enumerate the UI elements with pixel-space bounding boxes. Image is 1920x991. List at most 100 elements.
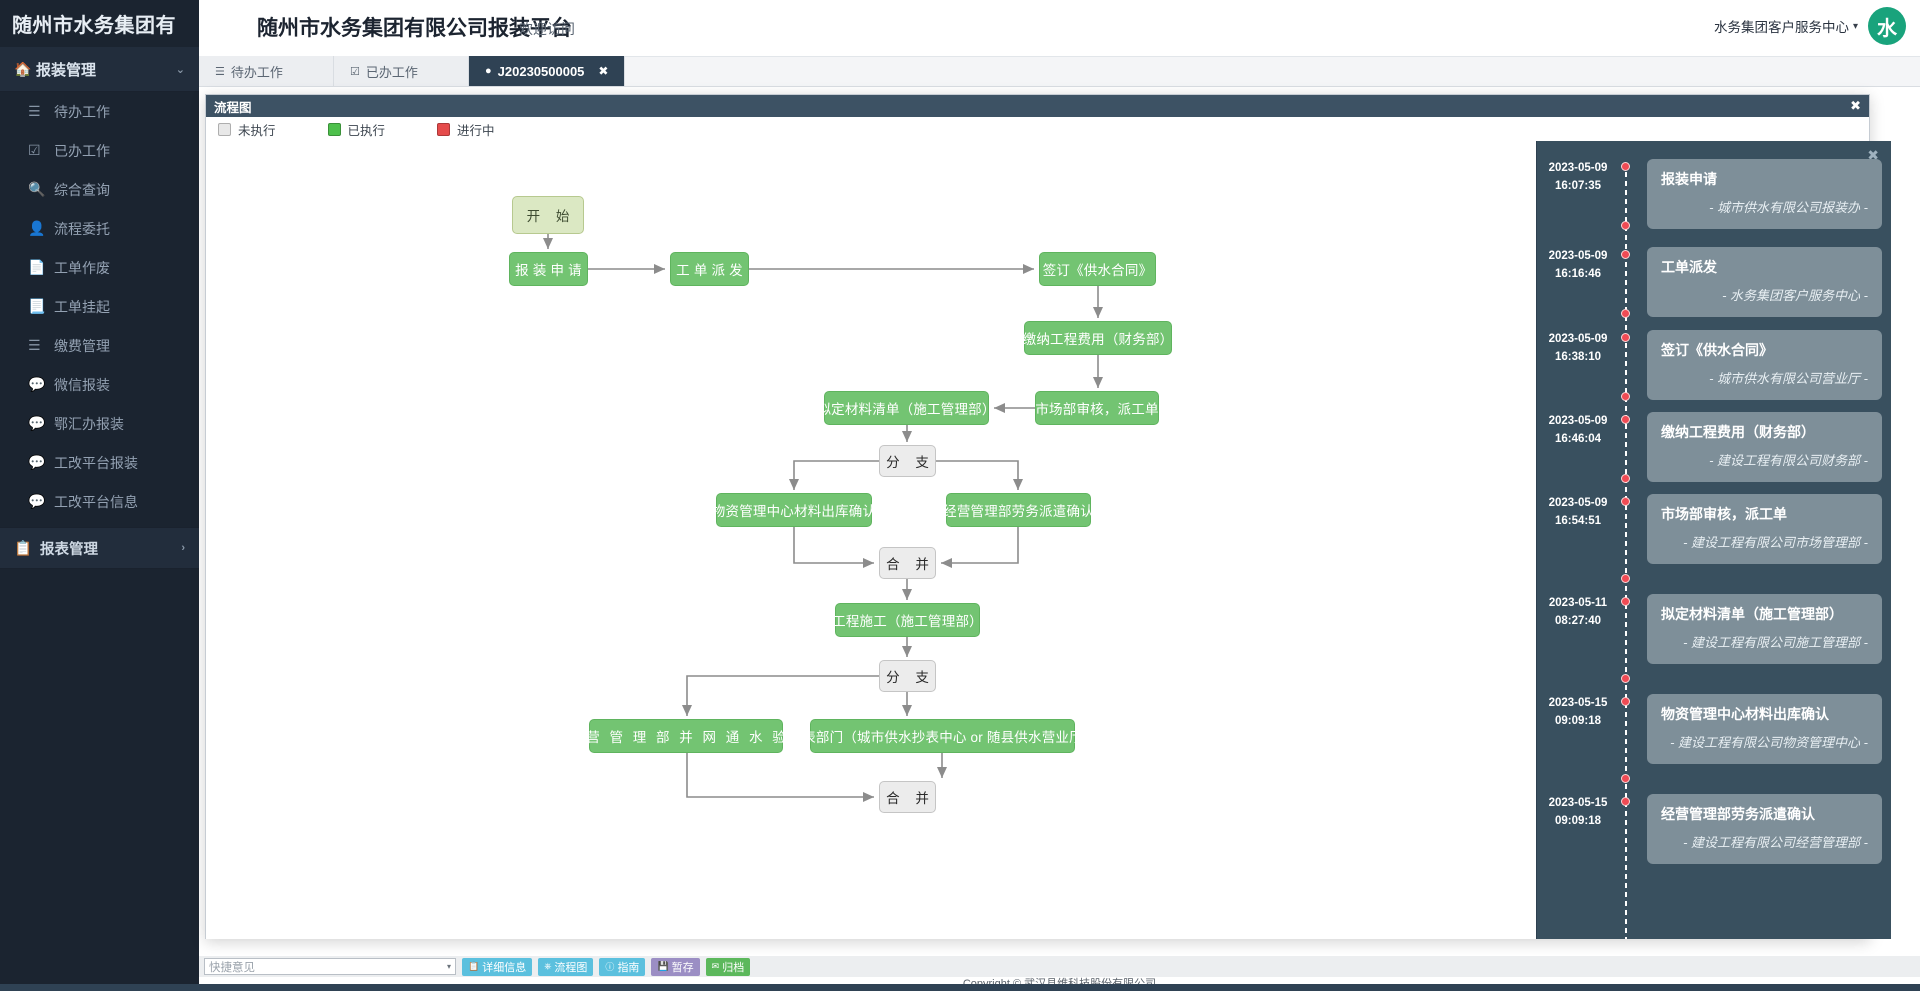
legend-label: 进行中 bbox=[457, 123, 495, 138]
sidebar-item-label: 缴费管理 bbox=[54, 337, 110, 354]
flow-node-start[interactable]: 开 始 bbox=[512, 196, 584, 234]
page-header: 随州市水务集团有限公司报装平台 欢迎访问 水务集团客户服务中心 ▾ 水 bbox=[199, 0, 1920, 57]
chevron-down-icon: ▾ bbox=[446, 962, 451, 971]
timeline-dot bbox=[1621, 797, 1630, 806]
sidebar-item-label: 综合查询 bbox=[54, 181, 110, 198]
flow-node-labor-dispatch[interactable]: 经营管理部劳务派遣确认 bbox=[943, 493, 1094, 527]
chat-icon: 💬 bbox=[28, 454, 46, 470]
timeline-entry[interactable]: 2023-05-15 09:09:18 物资管理中心材料出库确认 - 建设工程有… bbox=[1537, 694, 1891, 794]
close-icon[interactable]: ✖ bbox=[1850, 98, 1861, 113]
timeline-dot bbox=[1621, 574, 1630, 583]
timeline-card[interactable]: 物资管理中心材料出库确认 - 建设工程有限公司物资管理中心 - bbox=[1647, 694, 1882, 764]
flow-node-network-acceptance[interactable]: 经 营 管 理 部 并 网 通 水 验 收 bbox=[563, 719, 809, 753]
timeline-card-org: - 城市供水有限公司报装办 - bbox=[1709, 200, 1868, 215]
timeline-entry[interactable]: 2023-05-09 16:38:10 签订《供水合同》 - 城市供水有限公司营… bbox=[1537, 330, 1891, 412]
timeline-card-title: 报装申请 bbox=[1661, 171, 1717, 187]
legend-item-in-progress: 进行中 bbox=[437, 120, 495, 139]
save-draft-button[interactable]: 💾 暂存 bbox=[651, 957, 700, 976]
flow-node-construction[interactable]: 工程施工（施工管理部） bbox=[832, 603, 983, 637]
chevron-right-icon: › bbox=[181, 542, 185, 554]
sidebar-item-gongguai-apply[interactable]: 💬 工改平台报装 bbox=[0, 443, 199, 482]
legend-swatch bbox=[437, 122, 451, 136]
timeline-card-org: - 水务集团客户服务中心 - bbox=[1722, 288, 1868, 303]
sidebar-item-payment[interactable]: ☰ 缴费管理 bbox=[0, 326, 199, 365]
flow-node-market-review[interactable]: 市场部审核，派工单 bbox=[1035, 391, 1159, 425]
timeline-card-title: 工单派发 bbox=[1661, 259, 1717, 275]
guide-icon: ⓘ bbox=[605, 962, 615, 972]
os-taskbar bbox=[0, 984, 1920, 991]
close-icon[interactable]: ✖ bbox=[1867, 147, 1879, 163]
sidebar-item-delegate[interactable]: 👤 流程委托 bbox=[0, 209, 199, 248]
timeline-card-title: 物资管理中心材料出库确认 bbox=[1661, 706, 1829, 722]
list-icon: ☰ bbox=[28, 337, 41, 353]
flow-node-dispatch[interactable]: 工 单 派 发 bbox=[670, 252, 749, 286]
timeline-card[interactable]: 报装申请 - 城市供水有限公司报装办 - bbox=[1647, 159, 1882, 229]
flow-node-branch-1[interactable]: 分 支 bbox=[879, 445, 936, 477]
flow-icon: ⎈ bbox=[544, 961, 552, 971]
timeline-card[interactable]: 拟定材料清单（施工管理部） - 建设工程有限公司施工管理部 - bbox=[1647, 594, 1882, 664]
flow-node-pay-fee[interactable]: 缴纳工程费用（财务部） bbox=[1023, 321, 1173, 355]
avatar[interactable]: 水 bbox=[1868, 7, 1906, 45]
flow-node-merge-1[interactable]: 合 并 bbox=[879, 547, 936, 579]
flow-node-sign-contract[interactable]: 签订《供水合同》 bbox=[1039, 252, 1156, 286]
user-menu[interactable]: 水务集团客户服务中心 ▾ 水 bbox=[1714, 7, 1906, 45]
timeline-dot bbox=[1621, 497, 1630, 506]
sidebar-item-pending[interactable]: ☰ 待办工作 bbox=[0, 92, 199, 131]
button-label: 详细信息 bbox=[482, 961, 527, 974]
flow-legend: 未执行 已执行 进行中 bbox=[206, 117, 1869, 141]
timeline-card-title: 缴纳工程费用（财务部） bbox=[1661, 424, 1815, 440]
flow-chart-button[interactable]: ⎈ 流程图 bbox=[538, 957, 594, 976]
flow-node-material-list[interactable]: 拟定材料清单（施工管理部） bbox=[817, 391, 995, 425]
button-label: 指南 bbox=[617, 961, 640, 974]
flow-node-merge-2[interactable]: 合 并 bbox=[879, 781, 936, 813]
sidebar-item-done[interactable]: ☑ 已办工作 bbox=[0, 131, 199, 170]
timeline-timestamp: 2023-05-09 16:07:35 bbox=[1537, 159, 1619, 195]
close-icon[interactable]: ✖ bbox=[598, 64, 609, 78]
timeline-card[interactable]: 经营管理部劳务派遣确认 - 建设工程有限公司经营管理部 - bbox=[1647, 794, 1882, 864]
timeline-card[interactable]: 工单派发 - 水务集团客户服务中心 - bbox=[1647, 247, 1882, 317]
sidebar-item-query[interactable]: 🔍 综合查询 bbox=[0, 170, 199, 209]
quick-opinion-select[interactable]: 快捷意见 ▾ bbox=[204, 958, 456, 975]
save-icon: 💾 bbox=[657, 961, 669, 971]
tab-done-work[interactable]: ☑ 已办工作 bbox=[334, 56, 469, 86]
timeline-entry[interactable]: 2023-05-15 09:09:18 经营管理部劳务派遣确认 - 建设工程有限… bbox=[1537, 794, 1891, 894]
detail-info-button[interactable]: 📋 详细信息 bbox=[462, 957, 533, 976]
sidebar-group-reports[interactable]: 📋 报表管理 › bbox=[0, 527, 199, 569]
list-icon: ☰ bbox=[28, 103, 41, 119]
timeline-timestamp: 2023-05-09 16:54:51 bbox=[1537, 494, 1619, 530]
archive-button[interactable]: ✉ 归档 bbox=[705, 957, 751, 976]
chat-icon: 💬 bbox=[28, 415, 46, 431]
tab-pending-work[interactable]: ☰ 待办工作 bbox=[199, 56, 334, 86]
timeline-time: 08:27:40 bbox=[1554, 615, 1602, 627]
timeline-entry[interactable]: 2023-05-09 16:46:04 缴纳工程费用（财务部） - 建设工程有限… bbox=[1537, 412, 1891, 494]
timeline-entry[interactable]: 2023-05-09 16:54:51 市场部审核，派工单 - 建设工程有限公司… bbox=[1537, 494, 1891, 594]
timeline-card[interactable]: 市场部审核，派工单 - 建设工程有限公司市场管理部 - bbox=[1647, 494, 1882, 564]
timeline-date: 2023-05-11 bbox=[1548, 597, 1608, 609]
timeline-card-org: - 建设工程有限公司施工管理部 - bbox=[1683, 635, 1868, 650]
file-icon: 📄 bbox=[28, 259, 46, 275]
flow-node-material-outbound[interactable]: 物资管理中心材料出库确认 bbox=[712, 493, 876, 527]
timeline-entry[interactable]: 2023-05-09 16:16:46 工单派发 - 水务集团客户服务中心 - bbox=[1537, 247, 1891, 330]
sidebar-item-ehuiban-apply[interactable]: 💬 鄂汇办报装 bbox=[0, 404, 199, 443]
flow-node-meter-reading-dept[interactable]: 抄表部门（城市供水抄表中心 or 随县供水营业厅） bbox=[789, 719, 1096, 753]
timeline-scroll-area[interactable]: 2023-05-09 16:07:35 报装申请 - 城市供水有限公司报装办 -… bbox=[1537, 141, 1891, 939]
timeline-card[interactable]: 缴纳工程费用（财务部） - 建设工程有限公司财务部 - bbox=[1647, 412, 1882, 482]
tab-j20230500005[interactable]: ● J20230500005 ✖ bbox=[469, 56, 626, 86]
timeline-entry[interactable]: 2023-05-11 08:27:40 拟定材料清单（施工管理部） - 建设工程… bbox=[1537, 594, 1891, 694]
sidebar-item-suspend-order[interactable]: 📃 工单挂起 bbox=[0, 287, 199, 326]
timeline-entry[interactable]: 2023-05-09 16:07:35 报装申请 - 城市供水有限公司报装办 - bbox=[1537, 159, 1891, 247]
flow-node-branch-2[interactable]: 分 支 bbox=[879, 660, 936, 692]
timeline-dot bbox=[1621, 392, 1630, 401]
timeline-card[interactable]: 签订《供水合同》 - 城市供水有限公司营业厅 - bbox=[1647, 330, 1882, 400]
bottom-action-bar: 快捷意见 ▾ 📋 详细信息 ⎈ 流程图 ⓘ 指南 💾 暂存 ✉ 归档 bbox=[199, 955, 1920, 977]
chat-icon: 💬 bbox=[28, 376, 46, 392]
flow-node-application[interactable]: 报 装 申 请 bbox=[509, 252, 588, 286]
sidebar-menu-header[interactable]: 🏠 报装管理 ⌄ bbox=[0, 47, 199, 92]
timeline-dot bbox=[1621, 221, 1630, 230]
archive-icon: ✉ bbox=[711, 961, 720, 971]
guide-button[interactable]: ⓘ 指南 bbox=[599, 957, 646, 976]
sidebar-item-void-order[interactable]: 📄 工单作废 bbox=[0, 248, 199, 287]
chevron-down-icon: ⌄ bbox=[175, 63, 185, 76]
sidebar-item-wechat-apply[interactable]: 💬 微信报装 bbox=[0, 365, 199, 404]
sidebar-item-gongguai-info[interactable]: 💬 工改平台信息 bbox=[0, 482, 199, 521]
